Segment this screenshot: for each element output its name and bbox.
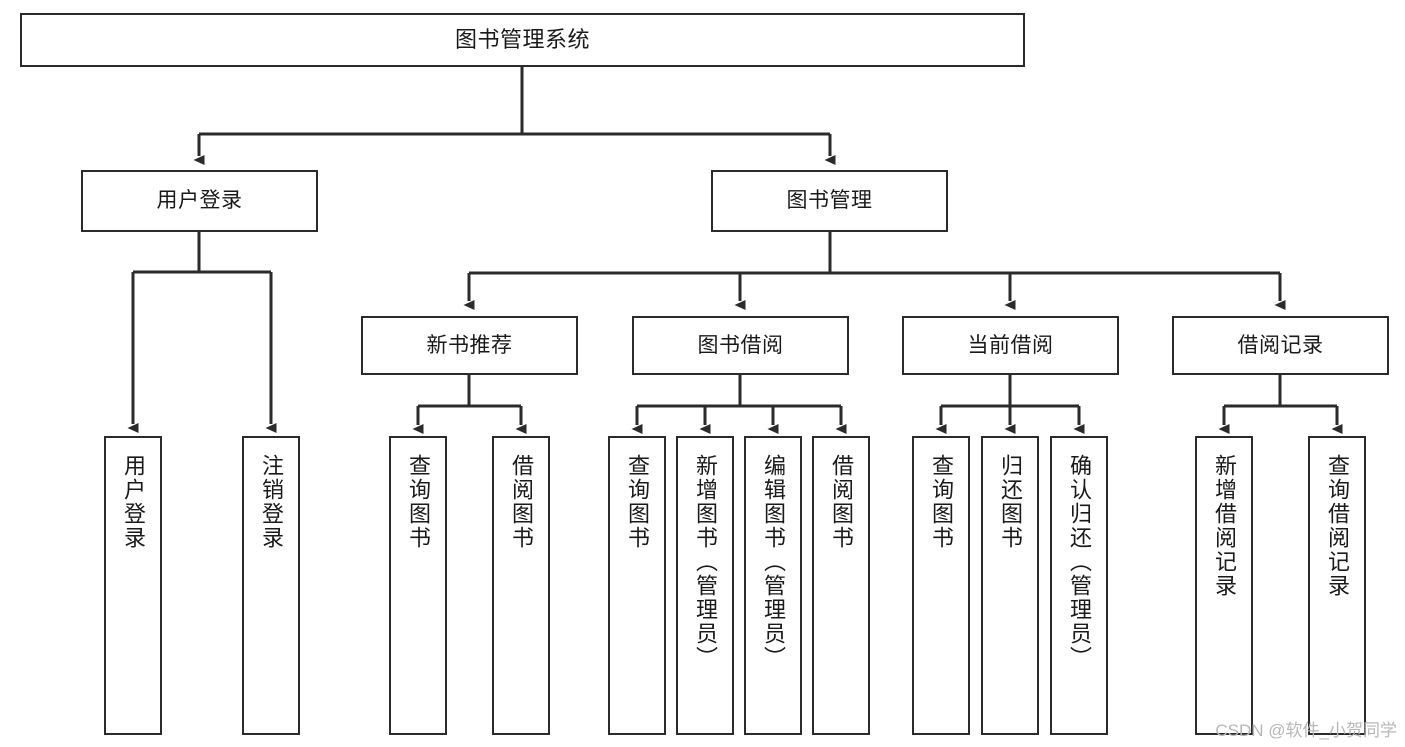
node-leaf-logout-label: 注销登录 bbox=[259, 454, 284, 550]
node-leaf-user-login-label: 用户登录 bbox=[121, 454, 146, 550]
node-book-manage-label: 图书管理 bbox=[786, 189, 873, 213]
node-borrow-record-label: 借阅记录 bbox=[1237, 333, 1324, 357]
node-leaf-return-book[interactable]: 归还图书 bbox=[981, 436, 1039, 735]
node-leaf-query-record[interactable]: 查询借阅记录 bbox=[1308, 436, 1366, 735]
node-leaf-add-record-label: 新增借阅记录 bbox=[1212, 454, 1237, 598]
node-leaf-query-record-label: 查询借阅记录 bbox=[1325, 454, 1350, 598]
node-leaf-borrow-book-b-label: 借阅图书 bbox=[829, 454, 854, 550]
node-leaf-borrow-book-b[interactable]: 借阅图书 bbox=[812, 436, 870, 735]
node-leaf-query-book-a-label: 查询图书 bbox=[406, 454, 431, 550]
node-book-manage[interactable]: 图书管理 bbox=[711, 170, 948, 232]
node-leaf-user-login[interactable]: 用户登录 bbox=[104, 436, 162, 735]
node-leaf-query-book-c[interactable]: 查询图书 bbox=[912, 436, 970, 735]
node-borrow-record[interactable]: 借阅记录 bbox=[1172, 316, 1389, 375]
node-user-login-label: 用户登录 bbox=[156, 189, 243, 213]
node-leaf-edit-book[interactable]: 编辑图书（管理员） bbox=[744, 436, 802, 735]
node-book-borrow[interactable]: 图书借阅 bbox=[632, 316, 849, 375]
node-leaf-query-book-c-label: 查询图书 bbox=[929, 454, 954, 550]
node-leaf-add-book[interactable]: 新增图书（管理员） bbox=[676, 436, 734, 735]
node-current-borrow-label: 当前借阅 bbox=[967, 333, 1054, 357]
node-book-borrow-label: 图书借阅 bbox=[697, 333, 784, 357]
node-leaf-return-book-label: 归还图书 bbox=[998, 454, 1023, 550]
node-leaf-query-book-b-label: 查询图书 bbox=[625, 454, 650, 550]
node-leaf-confirm-return-label: 确认归还（管理员） bbox=[1067, 454, 1092, 670]
node-leaf-borrow-book-a-label: 借阅图书 bbox=[509, 454, 534, 550]
node-leaf-query-book-a[interactable]: 查询图书 bbox=[389, 436, 447, 735]
node-new-book-rec[interactable]: 新书推荐 bbox=[361, 316, 578, 375]
node-leaf-query-book-b[interactable]: 查询图书 bbox=[608, 436, 666, 735]
node-leaf-logout[interactable]: 注销登录 bbox=[242, 436, 300, 735]
node-leaf-edit-book-label: 编辑图书（管理员） bbox=[761, 454, 786, 670]
node-root-label: 图书管理系统 bbox=[454, 26, 590, 52]
node-user-login[interactable]: 用户登录 bbox=[81, 170, 318, 232]
node-leaf-add-book-label: 新增图书（管理员） bbox=[693, 454, 718, 670]
node-new-book-rec-label: 新书推荐 bbox=[426, 333, 513, 357]
node-leaf-borrow-book-a[interactable]: 借阅图书 bbox=[492, 436, 550, 735]
node-root[interactable]: 图书管理系统 bbox=[20, 13, 1025, 67]
node-current-borrow[interactable]: 当前借阅 bbox=[902, 316, 1119, 375]
node-leaf-confirm-return[interactable]: 确认归还（管理员） bbox=[1050, 436, 1108, 735]
node-leaf-add-record[interactable]: 新增借阅记录 bbox=[1195, 436, 1253, 735]
